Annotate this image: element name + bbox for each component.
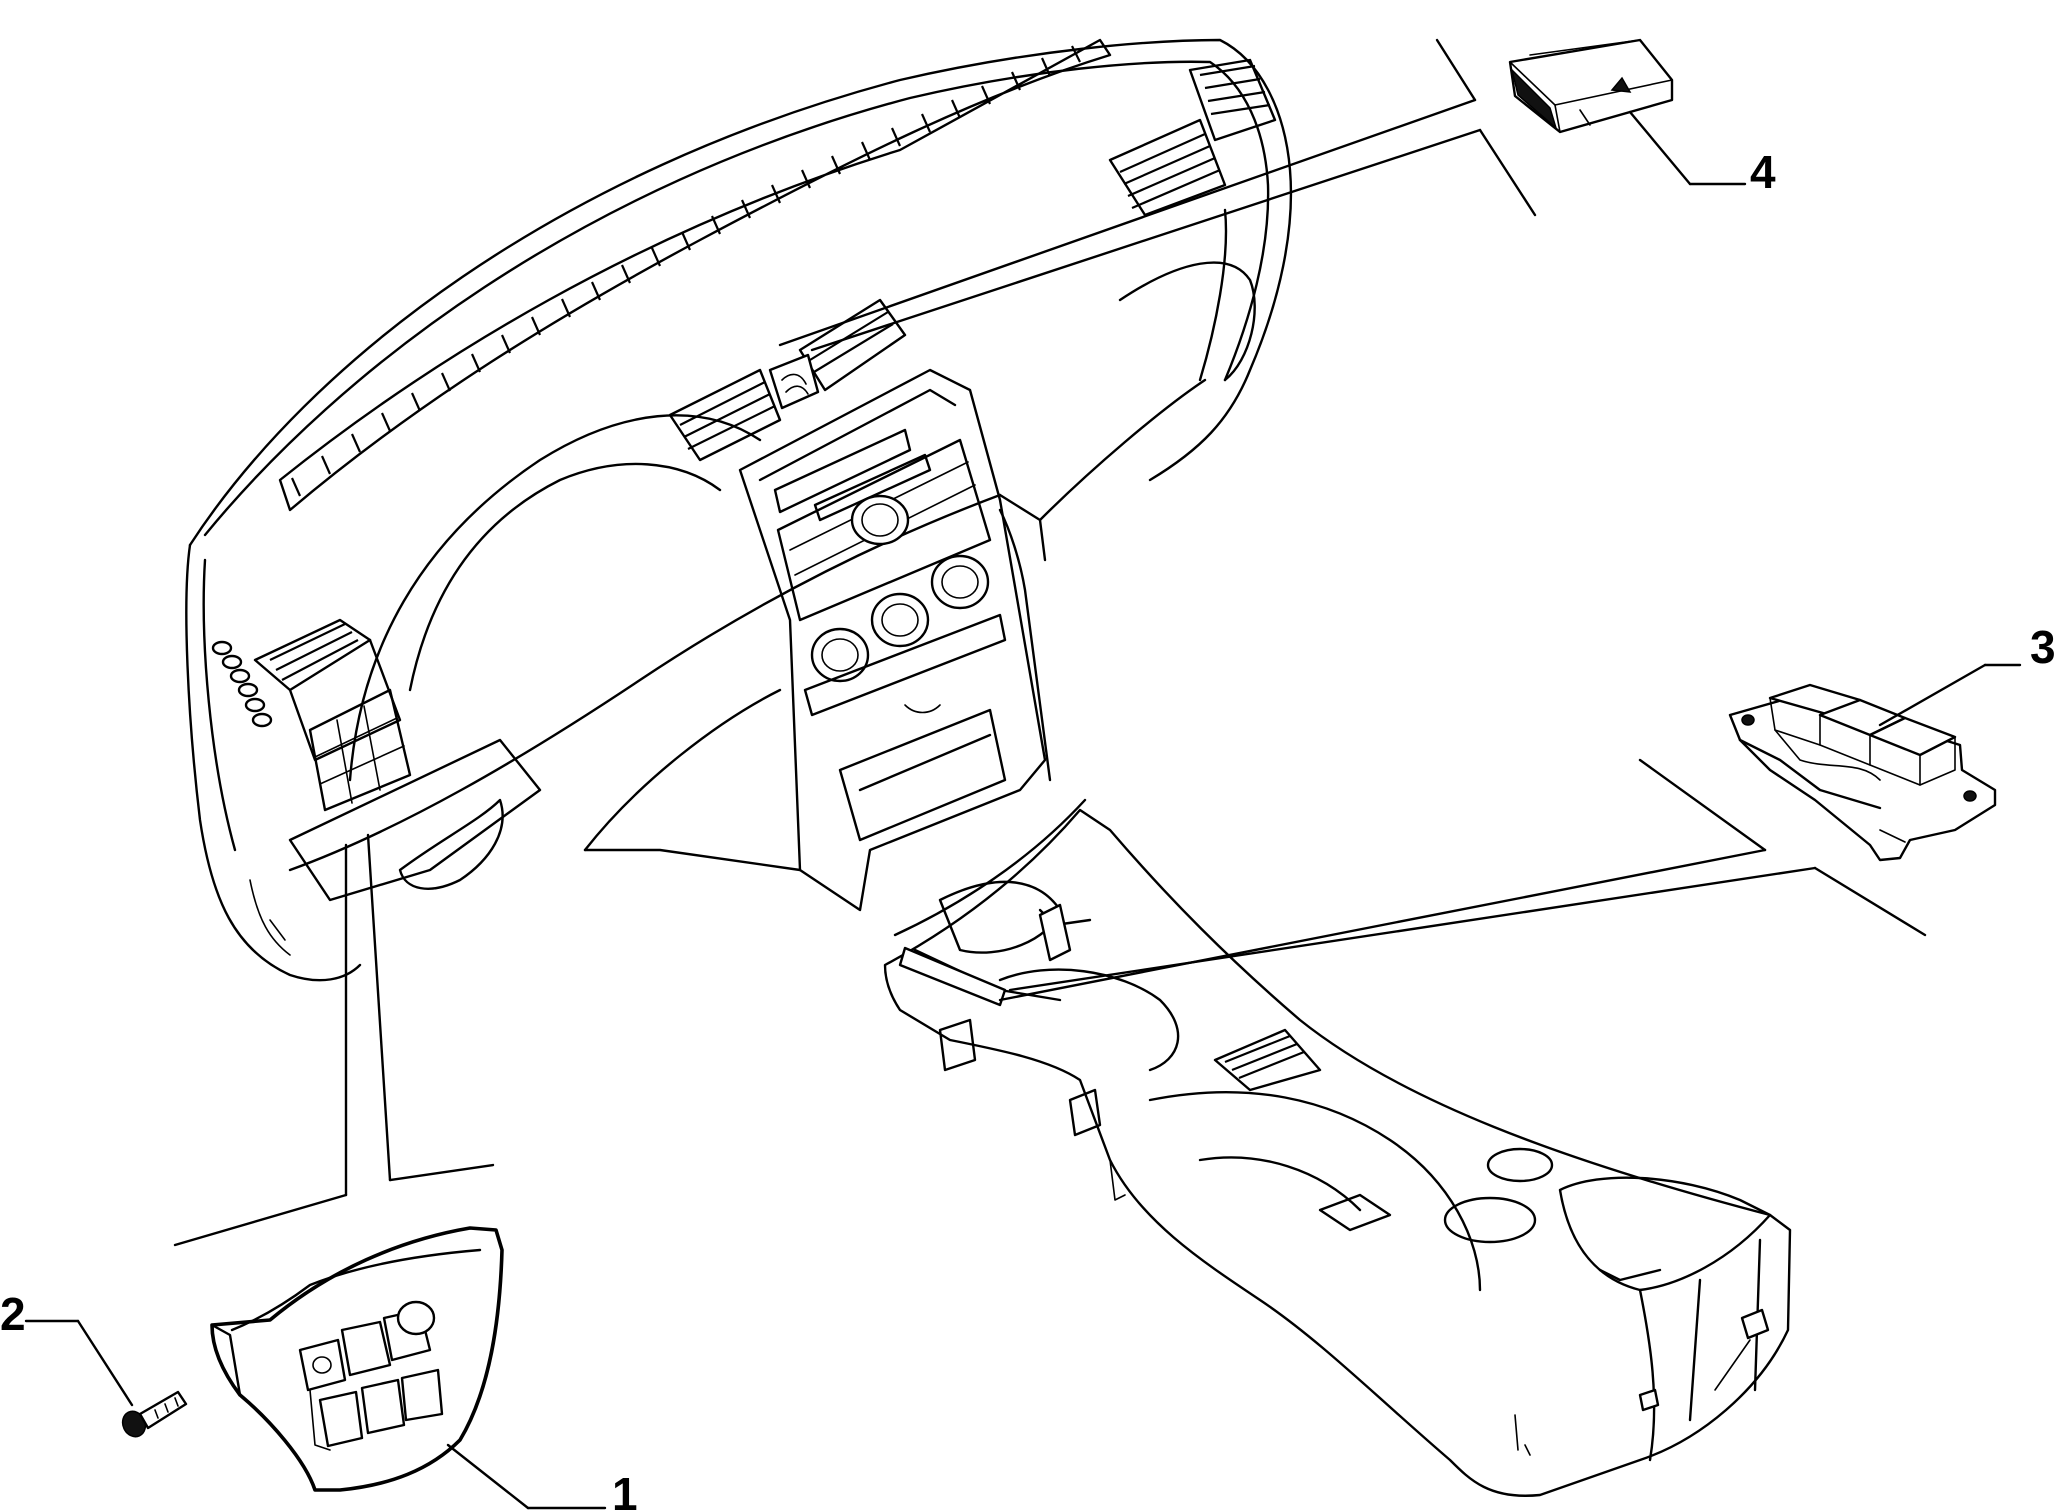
part-4-hazard-switch [1508,38,1674,134]
dashboard-assembly [185,38,1293,982]
right-vent-hatch [1119,64,1271,210]
defroster-grille-hatch [290,45,1081,497]
callout-labels: 1 2 3 4 [0,146,2056,1512]
gear-grille-hatch [1224,1034,1305,1080]
light-switch-dots [211,640,273,728]
callout-2: 2 [0,1288,26,1340]
hvac-knob-icons [810,494,990,683]
part-2-screw [121,1390,188,1438]
center-console [883,798,1792,1497]
left-vent-hatch [269,623,359,681]
center-vent-hatch [679,311,894,450]
part-3-window-switch-module [1728,683,1997,862]
leader-lines [24,38,2022,1510]
part-1-switch-panel [210,1226,504,1492]
callout-1: 1 [612,1468,638,1512]
callout-3: 3 [2030,621,2056,673]
callout-4: 4 [1750,146,1776,198]
